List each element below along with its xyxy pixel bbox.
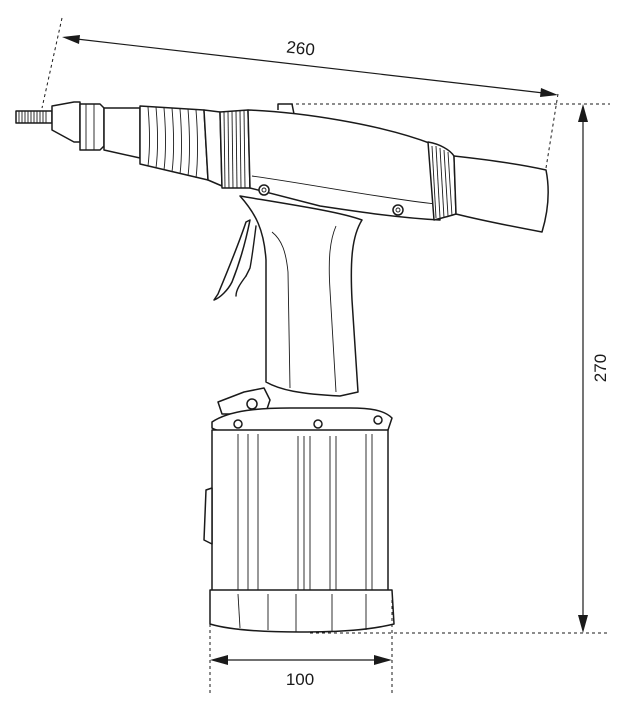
rear-cylinder	[453, 155, 549, 233]
arrow-right	[540, 88, 558, 97]
screw-right	[392, 204, 404, 216]
screw-left	[258, 184, 270, 196]
height-label: 270	[591, 354, 610, 382]
arrow-base-right	[374, 655, 392, 665]
top-tab	[277, 103, 295, 115]
base-ribs	[237, 434, 373, 592]
front-collar	[139, 105, 251, 189]
dimension-length: 260	[41, 17, 559, 169]
arrow-left	[62, 35, 80, 44]
dimension-base-width: 100	[209, 600, 393, 695]
arrow-base-left	[210, 655, 228, 665]
rear-ring	[427, 141, 457, 221]
length-label: 260	[285, 37, 315, 59]
nose-piece	[51, 101, 141, 159]
base-width-label: 100	[286, 670, 314, 689]
handle	[239, 195, 363, 397]
base-side-valve	[203, 487, 213, 545]
base-foot	[209, 589, 395, 633]
arrow-bottom	[578, 615, 588, 633]
mandrel-tip	[15, 110, 53, 124]
side-lever	[217, 387, 271, 415]
rivet-tool	[15, 101, 549, 633]
trigger	[213, 219, 257, 301]
dimension-height: 270	[290, 103, 610, 634]
arrow-top	[578, 104, 588, 122]
